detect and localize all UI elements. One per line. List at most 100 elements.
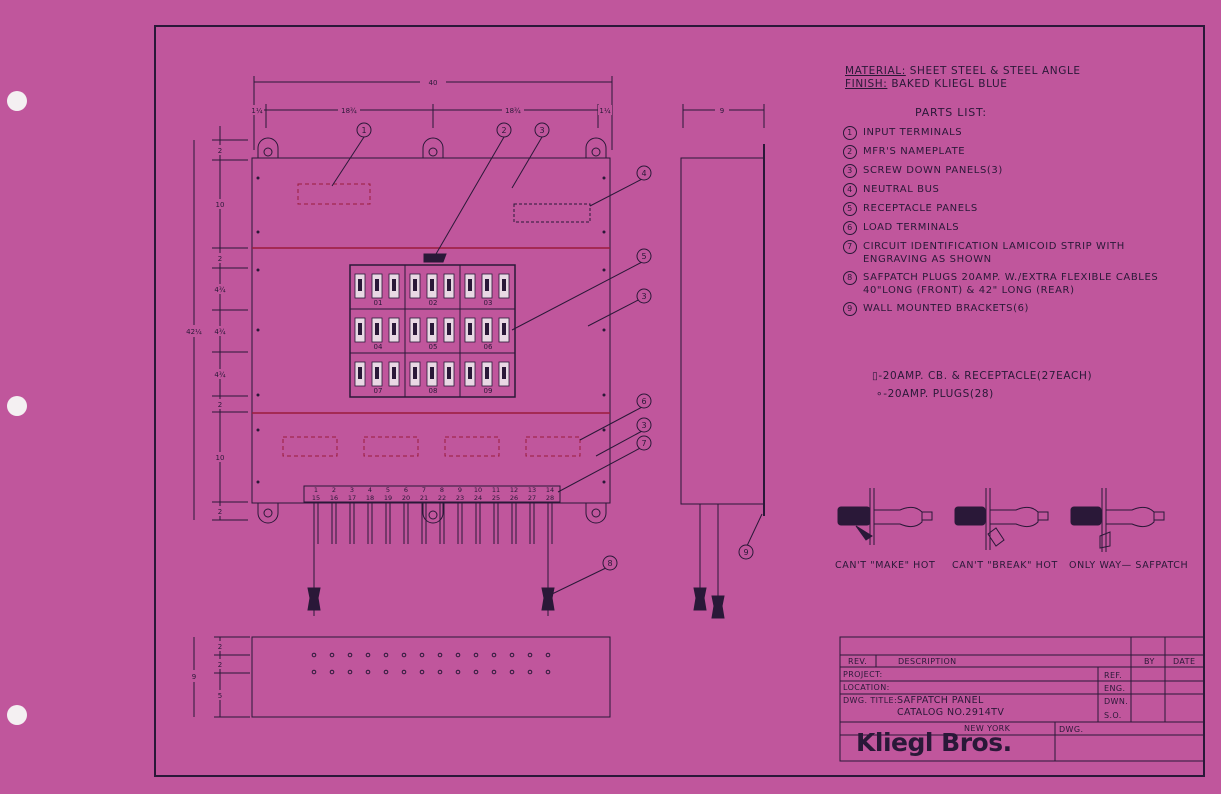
- bottom-plug-dots: [311, 652, 551, 675]
- dim-vertical-segment-text: 4¾: [214, 286, 225, 294]
- bracket-hole: [263, 147, 273, 157]
- callout-number: 1: [361, 126, 366, 135]
- breaker-toggle: [502, 279, 506, 291]
- material-value: SHEET STEEL & STEEL ANGLE: [909, 65, 1081, 77]
- parts-item-text: SCREW DOWN PANELS(3): [863, 165, 1003, 176]
- parts-number-circle: 4: [843, 183, 857, 197]
- callout-number: 6: [641, 397, 646, 406]
- receptacle-label: 06: [484, 343, 493, 351]
- bottom-plug-dot: [491, 669, 497, 675]
- plug-symbol-icon: ∘: [876, 388, 884, 400]
- plug-right: [541, 587, 555, 611]
- parts-list-title: PARTS LIST:: [915, 106, 987, 119]
- bottom-plug-dot: [419, 669, 425, 675]
- parts-item-text: SAFPATCH PLUGS 20AMP. W./EXTRA FLEXIBLE …: [863, 272, 1159, 296]
- legend-receptacle: ▯-20AMP. CB. & RECEPTACLE(27EACH): [872, 370, 1092, 382]
- drawing-border: [154, 25, 1205, 777]
- receptacle-label: 07: [374, 387, 383, 395]
- parts-item-text: NEUTRAL BUS: [863, 184, 940, 195]
- bottom-plug-dot: [509, 669, 515, 675]
- receptacle-module: 08: [409, 361, 455, 395]
- bracket-top-left: [257, 137, 279, 158]
- bracket-top-middle: [422, 137, 444, 158]
- plug-caption-make: CAN'T "MAKE" HOT: [835, 560, 936, 571]
- bottom-view-outline: [251, 636, 611, 718]
- callout-number: 4: [641, 169, 646, 178]
- strip-number-top: 5: [386, 486, 390, 494]
- receptacle-label: 04: [374, 343, 383, 351]
- breaker-toggle: [358, 367, 362, 379]
- side-plug-1: [693, 587, 707, 611]
- bracket-bottom-right: [585, 503, 607, 524]
- breaker-toggle: [485, 279, 489, 291]
- strip-number-bottom: 24: [474, 494, 482, 502]
- breaker-toggle: [447, 323, 451, 335]
- load-terminal-1: [282, 436, 338, 457]
- strip-number-top: 12: [510, 486, 518, 494]
- receptacle-label: 05: [429, 343, 438, 351]
- plug-illustration-make: [837, 488, 933, 545]
- dim-overall-width-text: 40: [429, 79, 438, 87]
- callout-c3b: 3: [636, 288, 652, 304]
- dim-vertical-segment-text: 2: [218, 147, 222, 155]
- breaker-toggle: [447, 279, 451, 291]
- strip-number-bottom: 28: [546, 494, 554, 502]
- bottom-plug-dot: [311, 669, 317, 675]
- breaker-toggle: [375, 367, 379, 379]
- breaker-toggle: [447, 367, 451, 379]
- dim-left-edge-text: 1¼: [251, 107, 262, 115]
- receptacle-module: 09: [464, 361, 510, 395]
- parts-item-text: CIRCUIT IDENTIFICATION LAMICOID STRIP WI…: [863, 241, 1125, 265]
- callout-c4: 4: [636, 165, 652, 181]
- breaker-toggle: [375, 279, 379, 291]
- company-logo: Kliegl Bros.: [856, 728, 1012, 757]
- callout-number: 9: [743, 548, 748, 557]
- strip-number-bottom: 22: [438, 494, 446, 502]
- receptacle-module: 05: [409, 317, 455, 351]
- bracket-hole: [591, 508, 601, 518]
- strip-number-top: 13: [528, 486, 536, 494]
- load-terminal-2: [363, 436, 419, 457]
- parts-item-text: WALL MOUNTED BRACKETS(6): [863, 303, 1030, 314]
- strip-number-top: 8: [440, 486, 444, 494]
- tb-rev: REV.: [848, 657, 868, 666]
- dim-bottom-segment-text: 5: [218, 692, 222, 700]
- bracket-hole: [591, 147, 601, 157]
- plug-illustration-safpatch: [1070, 488, 1165, 552]
- breaker-toggle: [485, 367, 489, 379]
- binder-hole-bottom: [7, 705, 27, 725]
- breaker-toggle: [485, 323, 489, 335]
- side-plug-2: [711, 595, 725, 619]
- bottom-plug-dot: [545, 652, 551, 658]
- bottom-plug-dot: [473, 652, 479, 658]
- binder-hole-top: [7, 91, 27, 111]
- strip-number-bottom: 26: [510, 494, 518, 502]
- bracket-hole: [263, 508, 273, 518]
- bottom-plug-dot: [365, 652, 371, 658]
- strip-number-top: 4: [368, 486, 372, 494]
- breaker-toggle: [430, 279, 434, 291]
- receptacle-symbol-icon: ▯: [872, 370, 879, 382]
- strip-number-bottom: 17: [348, 494, 356, 502]
- breaker-toggle: [413, 367, 417, 379]
- bottom-plug-dot: [347, 652, 353, 658]
- dim-vertical-segment-text: 2: [218, 255, 222, 263]
- dim-right-edge-text: 1¼: [599, 107, 610, 115]
- callout-c7: 7: [636, 435, 652, 451]
- strip-number-bottom: 15: [312, 494, 320, 502]
- breaker-toggle: [392, 279, 396, 291]
- dim-vertical-segment-text: 4¾: [214, 328, 225, 336]
- tb-by: BY: [1144, 657, 1155, 666]
- title-block: REV. DESCRIPTION BY DATE PROJECT: LOCATI…: [840, 637, 1204, 761]
- bottom-plug-dot: [491, 652, 497, 658]
